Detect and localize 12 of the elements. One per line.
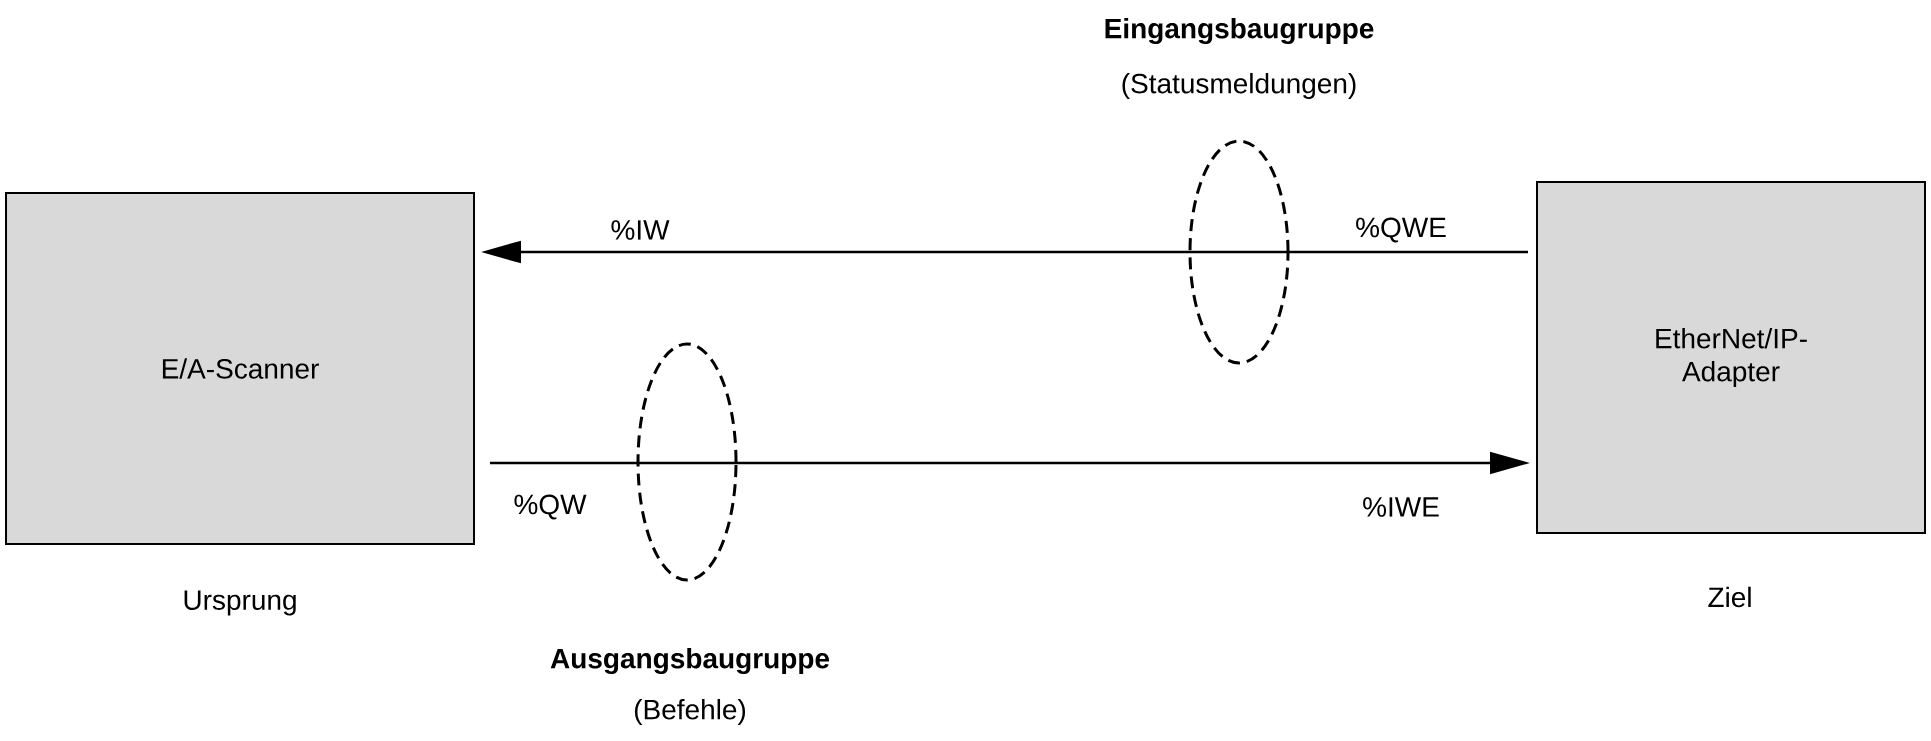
box-caption: Ziel [1708, 586, 1751, 608]
signal-label: (Statusmeldungen) [1122, 72, 1356, 100]
signal-label: %QW [514, 494, 587, 520]
group-heading: Ausgangsbaugruppe [550, 647, 830, 675]
process-box: E/A-Scanner [5, 192, 475, 545]
signal-label: %IWE [1363, 497, 1439, 517]
signal-label: %QWE [1356, 217, 1446, 243]
process-box: EtherNet/IP-Adapter [1536, 181, 1926, 534]
signal-label: %IW [611, 220, 670, 240]
group-heading: Eingangsbaugruppe [1105, 17, 1374, 45]
box-caption: Ursprung [184, 590, 296, 616]
signal-label: (Befehle) [634, 698, 746, 726]
